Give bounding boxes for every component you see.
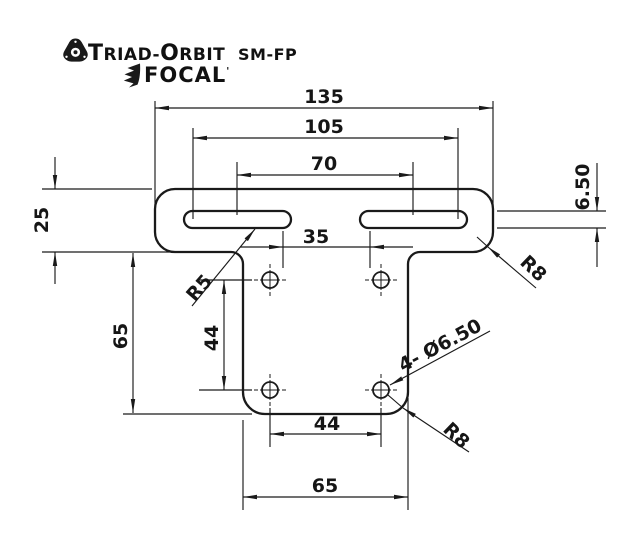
sub-brand-label: FOCAL': [144, 63, 230, 87]
brand-rest-2: RBIT: [179, 45, 225, 65]
dim-top-bar-height: 25: [31, 157, 231, 284]
dim-label-top-bar-height: 25: [31, 207, 53, 233]
dim-slot-outer-spacing: 105: [192, 116, 459, 219]
hole-bottom-right: [365, 374, 397, 406]
dim-label-hole-vertical-spacing: 44: [201, 325, 223, 351]
plate-outline: [153, 187, 495, 416]
brand-initial-1: T: [88, 41, 104, 66]
leader-hole-callout: 4- Ø6.50: [389, 315, 491, 386]
dim-body-height: 65: [110, 253, 252, 415]
dim-hole-horizontal-spacing: 44: [269, 408, 382, 447]
brand-rest-1: RIAD-: [104, 45, 161, 65]
dim-label-hole-horizontal-spacing: 44: [314, 413, 340, 435]
dim-label-slot-center-spacing: 70: [311, 153, 337, 175]
dim-label-slot-inner-gap: 35: [303, 226, 329, 248]
dim-label-overall-top-width: 135: [304, 86, 344, 108]
dim-label-bottom-width: 65: [312, 475, 338, 497]
label-top-corner-radius: R8: [516, 251, 551, 286]
triad-orbit-icon: [63, 38, 88, 62]
hole-bottom-left: [254, 374, 286, 406]
model-label: SM-FP: [238, 45, 297, 64]
dim-hole-vertical-spacing: 44: [199, 279, 252, 391]
sub-brand-text: FOCAL: [144, 63, 226, 87]
dim-label-slot-outer-spacing: 105: [304, 116, 344, 138]
dim-overall-top-width: 135: [154, 86, 494, 207]
dim-slot-center-spacing: 70: [236, 153, 414, 215]
brand-name: TRIAD-ORBIT: [88, 41, 225, 66]
dim-label-slot-width: 6.50: [572, 164, 594, 211]
label-inner-fillet-radius: R5: [182, 270, 217, 305]
dim-label-body-height: 65: [110, 323, 132, 349]
dim-slot-inner-gap: 35: [240, 226, 413, 268]
mounting-holes: [254, 264, 397, 406]
brand-initial-2: O: [160, 41, 179, 66]
hole-top-left: [254, 264, 286, 296]
brand-logo: TRIAD-ORBIT SM-FP FOCAL': [63, 38, 297, 88]
sub-brand-mark: ': [226, 66, 230, 77]
leader-bottom-corner-radius: R8: [387, 394, 474, 453]
hole-top-right: [365, 264, 397, 296]
focal-icon: [123, 63, 141, 88]
dim-slot-width: 6.50: [497, 163, 606, 267]
plate-body: [153, 187, 495, 416]
label-bottom-corner-radius: R8: [439, 418, 474, 453]
dim-bottom-width: 65: [242, 398, 409, 510]
